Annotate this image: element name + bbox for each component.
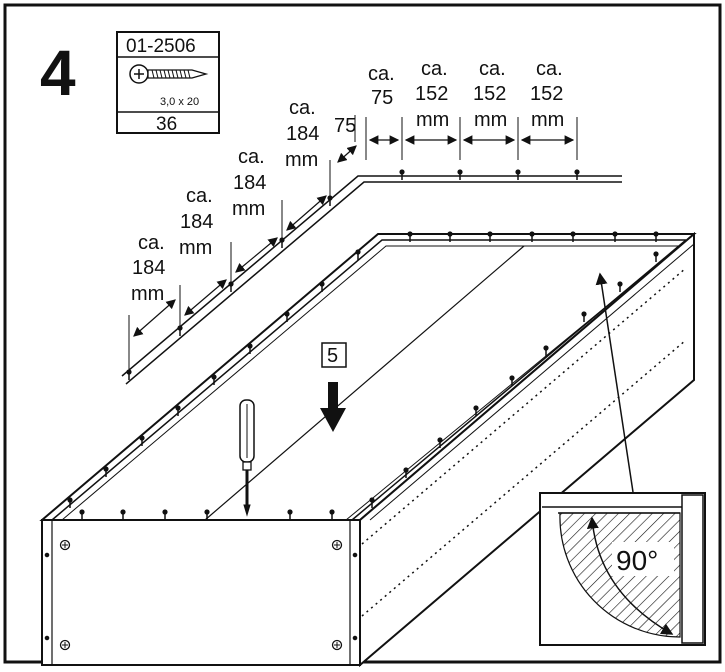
part-info-box: 01-2506 3,0 x 20 36 (116, 31, 220, 135)
dimension-labels-horizontal: ca. 75 ca. 152 mm ca. 152 mm ca. 152 mm (368, 58, 564, 131)
dim-d5-unit: mm (131, 283, 164, 305)
dim-d3-ca: ca. (238, 146, 265, 168)
dim-h1-ca: ca. (368, 63, 395, 85)
dim-h3-value: 152 (473, 83, 506, 105)
step-number: 4 (40, 37, 76, 109)
part-code: 01-2506 (126, 36, 196, 57)
dim-h3-unit: mm (474, 109, 507, 131)
dim-h4-ca: ca. (536, 58, 563, 80)
screw-icon (129, 64, 209, 84)
dim-d5-ca: ca. (138, 232, 165, 254)
dim-d3-unit: mm (232, 198, 265, 220)
dim-d1-value: 75 (334, 115, 356, 137)
angle-detail-inset: 90° (539, 492, 706, 646)
screw-guide-rail (121, 115, 622, 385)
sub-step-number: 5 (327, 345, 338, 367)
dim-d4-unit: mm (179, 237, 212, 259)
dim-d4-value: 184 (180, 211, 213, 233)
sub-step-reference: 5 (321, 342, 347, 368)
part-size: 3,0 x 20 (160, 96, 199, 108)
dim-d2-value: 184 (286, 123, 319, 145)
dim-h2-value: 152 (415, 83, 448, 105)
part-quantity: 36 (156, 114, 177, 135)
dim-h2-unit: mm (416, 109, 449, 131)
front-panel-screws (44, 539, 358, 651)
dim-d3-value: 184 (233, 172, 266, 194)
detail-pointer-arrow (595, 272, 634, 493)
dim-h4-value: 152 (530, 83, 563, 105)
dim-d2-ca: ca. (289, 97, 316, 119)
dim-d5-value: 184 (132, 257, 165, 279)
dim-h1-value: 75 (371, 87, 393, 109)
dimension-labels-diagonal: 75 ca. 184 mm ca. 184 mm ca. 184 mm ca. … (131, 97, 356, 305)
angle-label: 90° (616, 545, 658, 576)
screwdriver-icon (239, 399, 255, 517)
insert-down-arrow (320, 382, 346, 432)
dim-d4-ca: ca. (186, 185, 213, 207)
dim-h4-unit: mm (531, 109, 564, 131)
dim-h3-ca: ca. (479, 58, 506, 80)
dim-d2-unit: mm (285, 149, 318, 171)
dim-h2-ca: ca. (421, 58, 448, 80)
